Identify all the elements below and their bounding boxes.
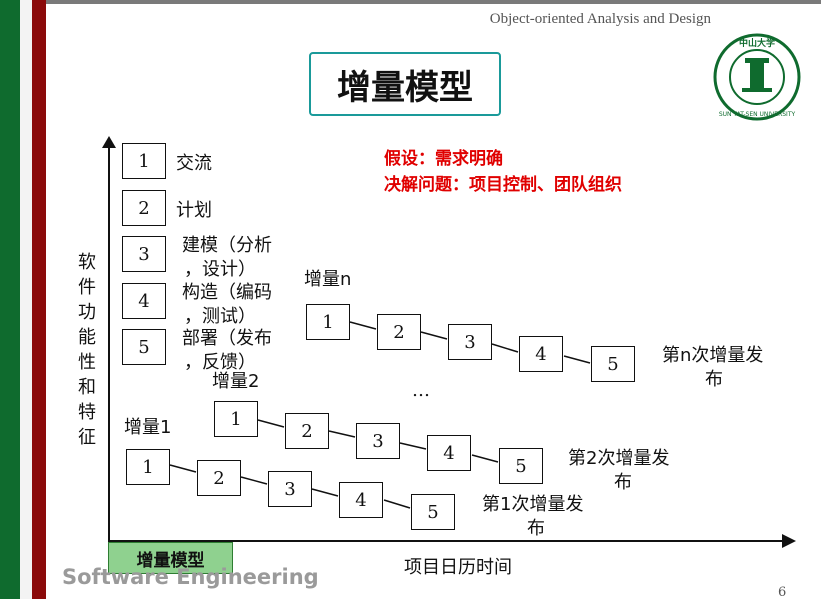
increment-1-release-a: 第1次增量发 [482, 494, 584, 515]
increment-1-box-1: 1 [126, 449, 170, 485]
increment-2-box-4: 4 [427, 435, 471, 471]
phase-label-2: 计划 [176, 200, 212, 221]
page-number: 6 [778, 585, 787, 600]
phase-box-4: 4 [122, 283, 166, 319]
x-axis [108, 540, 786, 542]
increment-n-label: 增量n [304, 269, 352, 290]
phase-label-4a: 构造（编码 [182, 282, 272, 303]
y-axis-char: 能 [78, 327, 96, 348]
increment-n-release-a: 第n次增量发 [662, 345, 764, 366]
y-axis-char: 软 [78, 252, 96, 273]
course-header: Object-oriented Analysis and Design [489, 11, 711, 27]
increment-1-box-2: 2 [197, 460, 241, 496]
y-axis-char: 件 [78, 277, 96, 298]
phase-label-5b: ，反馈） [184, 352, 256, 373]
increment-2-box-1: 1 [214, 401, 258, 437]
phase-box-5: 5 [122, 329, 166, 365]
slide-title: 增量模型 [309, 52, 501, 116]
left-green-band [0, 0, 20, 599]
left-gap-band [20, 0, 32, 599]
assumption-line-2: 决解问题：项目控制、团队组织 [384, 175, 622, 195]
svg-text:中山大学: 中山大学 [739, 37, 775, 49]
phase-box-1: 1 [122, 143, 166, 179]
y-axis-label: 软 件 功 能 性 和 特 征 [72, 250, 102, 450]
top-rule [46, 0, 821, 4]
phase-box-2: 2 [122, 190, 166, 226]
y-axis-char: 特 [78, 402, 96, 423]
increment-2-box-3: 3 [356, 423, 400, 459]
model-badge: 增量模型 [108, 542, 233, 574]
assumption-line-1: 假设：需求明确 [384, 149, 503, 169]
y-axis-char: 性 [78, 352, 96, 373]
increment-n-box-2: 2 [377, 314, 421, 350]
increment-1-label: 增量1 [124, 417, 172, 438]
footer-text: Software Engineering [62, 565, 319, 589]
increment-1-box-4: 4 [339, 482, 383, 518]
increment-2-release-b: 布 [614, 472, 632, 493]
university-logo: 中山大学 SUN YAT-SEN UNIVERSITY [713, 33, 801, 121]
phase-label-4b: ，测试） [184, 306, 256, 327]
increment-1-release-b: 布 [527, 518, 545, 539]
increment-1-box-3: 3 [268, 471, 312, 507]
x-axis-label: 项目日历时间 [404, 557, 512, 578]
svg-text:SUN YAT-SEN UNIVERSITY: SUN YAT-SEN UNIVERSITY [719, 111, 796, 118]
increment-2-box-2: 2 [285, 413, 329, 449]
increment-1-box-5: 5 [411, 494, 455, 530]
phase-label-3a: 建模（分析 [182, 235, 272, 256]
y-axis-arrow-icon [102, 136, 116, 148]
increment-2-box-5: 5 [499, 448, 543, 484]
phase-label-5a: 部署（发布 [182, 328, 272, 349]
phase-label-3b: ，设计） [184, 259, 256, 280]
y-axis-char: 征 [78, 427, 96, 448]
increment-n-box-1: 1 [306, 304, 350, 340]
y-axis-char: 功 [78, 302, 96, 323]
increment-n-box-4: 4 [519, 336, 563, 372]
assumption-text: 假设：需求明确 决解问题：项目控制、团队组织 [384, 146, 622, 198]
left-red-band [32, 0, 46, 599]
increment-2-release-a: 第2次增量发 [568, 448, 670, 469]
phase-box-3: 3 [122, 236, 166, 272]
ellipsis: … [412, 380, 430, 401]
x-axis-arrow-icon [782, 534, 796, 548]
increment-n-box-5: 5 [591, 346, 635, 382]
y-axis [108, 146, 110, 541]
y-axis-char: 和 [78, 377, 96, 398]
phase-label-1: 交流 [176, 153, 212, 174]
increment-n-release-b: 布 [705, 369, 723, 390]
increment-n-box-3: 3 [448, 324, 492, 360]
increment-2-label: 增量2 [212, 371, 260, 392]
